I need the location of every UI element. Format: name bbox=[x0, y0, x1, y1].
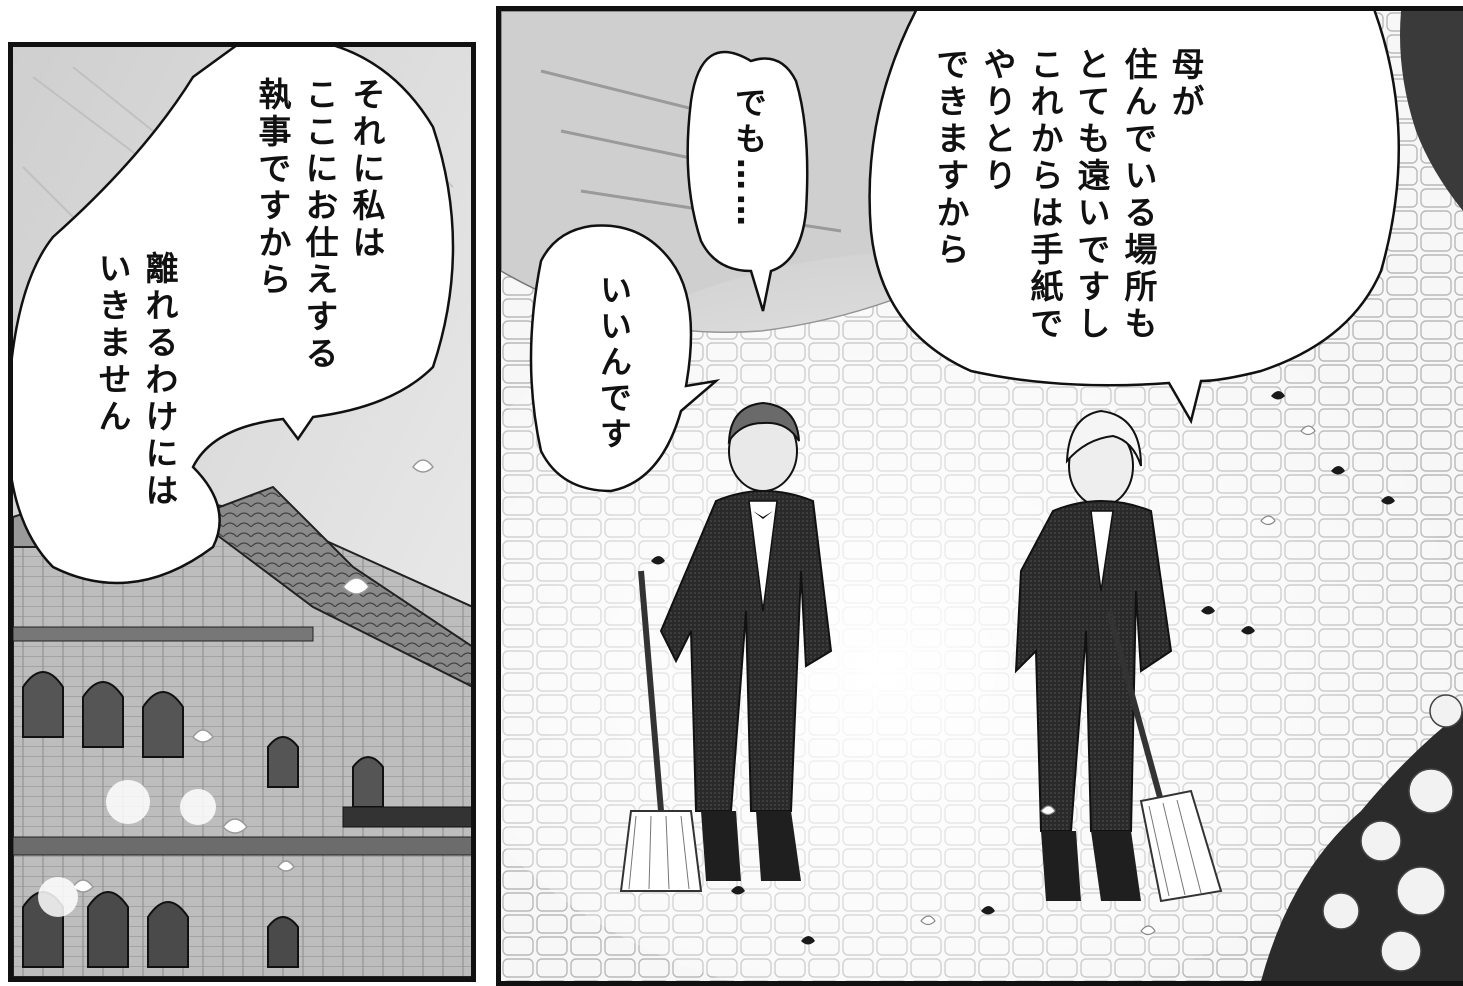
speech-text-mother-far: 母が 住んでいる場所も とても遠いですし これからは手紙で やりとり できますか… bbox=[927, 47, 1209, 343]
speech-line: やりとり bbox=[978, 47, 1017, 195]
speech-line: 母が bbox=[1166, 47, 1205, 121]
speech-text-its-fine: いいんです bbox=[591, 273, 637, 453]
courtyard-illustration bbox=[501, 11, 1463, 981]
speech-line: とても遠いですし bbox=[1072, 47, 1111, 343]
speech-text-butler-duty: それに私は ここにお仕えする 執事ですから bbox=[249, 77, 390, 373]
speech-text-cannot-leave: 離れるわけには いきません bbox=[89, 251, 183, 510]
speech-bubble-left bbox=[13, 47, 455, 585]
speech-line: いきません bbox=[93, 251, 132, 436]
speech-line: 離れるわけには bbox=[140, 251, 179, 510]
speech-text-but: でも…… bbox=[726, 86, 772, 230]
speech-line: これからは手紙で bbox=[1025, 47, 1064, 343]
speech-line: ここにお仕えする bbox=[300, 77, 339, 373]
manga-panel-left: それに私は ここにお仕えする 執事ですから 離れるわけには いきません bbox=[8, 42, 476, 982]
butler-right-figure bbox=[1014, 409, 1223, 903]
speech-line: でも…… bbox=[730, 86, 768, 230]
speech-line: 住んでいる場所も bbox=[1119, 47, 1158, 343]
manga-panel-right: 母が 住んでいる場所も とても遠いですし これからは手紙で やりとり できますか… bbox=[496, 6, 1463, 986]
speech-line: いいんです bbox=[595, 273, 633, 453]
butler-left-figure bbox=[619, 401, 833, 892]
speech-line: それに私は bbox=[347, 77, 386, 262]
speech-line: できますから bbox=[931, 47, 970, 269]
speech-line: 執事ですから bbox=[253, 77, 292, 299]
